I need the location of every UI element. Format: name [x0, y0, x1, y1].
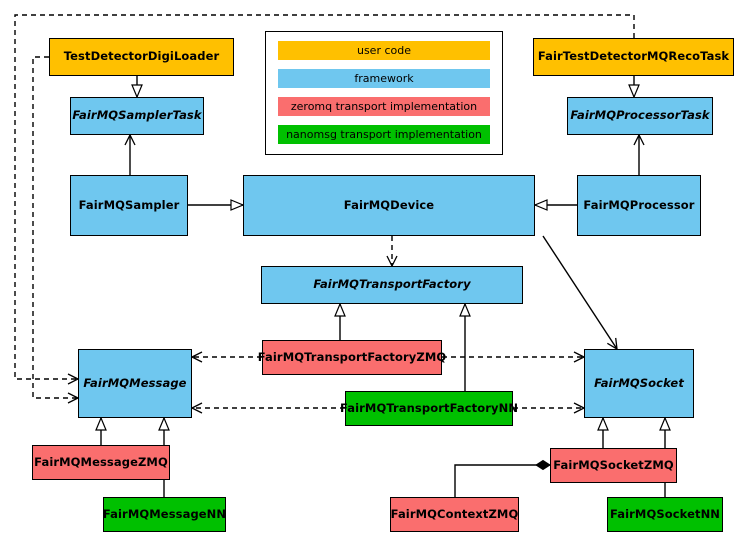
class-label: FairMQMessageNN	[102, 506, 227, 521]
class-label: FairMQSocket	[594, 375, 684, 390]
class-node-fairmqsampler[interactable]: FairMQSampler	[70, 175, 188, 236]
class-label: FairMQSampler	[78, 197, 180, 212]
class-node-fairtestdetectormqrecotask[interactable]: FairTestDetectorMQRecoTask	[533, 38, 734, 76]
class-node-fairmqsocketzmq[interactable]: FairMQSocketZMQ	[550, 448, 677, 483]
class-node-fairmqdevice[interactable]: FairMQDevice	[243, 175, 535, 236]
legend: user code framework zeromq transport imp…	[265, 31, 503, 155]
class-node-fairmqmessagenn[interactable]: FairMQMessageNN	[103, 497, 226, 532]
class-label: TestDetectorDigiLoader	[63, 49, 220, 64]
class-label: FairMQProcessorTask	[570, 108, 710, 123]
class-label: FairMQTransportFactoryZMQ	[257, 349, 447, 364]
class-label: FairMQSamplerTask	[72, 108, 202, 123]
edge-contextzmq-socketzmq	[454, 459, 551, 497]
class-node-fairmqsamplertask[interactable]: FairMQSamplerTask	[70, 97, 204, 135]
legend-item-framework: framework	[278, 69, 490, 88]
legend-item-zeromq: zeromq transport implementation	[278, 97, 490, 116]
class-node-fairmqtransportfactoryzmq[interactable]: FairMQTransportFactoryZMQ	[258, 340, 446, 375]
class-label: FairMQSocketNN	[609, 506, 721, 521]
legend-item-user-code: user code	[278, 41, 490, 60]
class-node-fairmqprocessor[interactable]: FairMQProcessor	[577, 175, 701, 236]
class-node-fairmqsocket[interactable]: FairMQSocket	[584, 349, 694, 418]
class-node-testdetectordigiloader[interactable]: TestDetectorDigiLoader	[49, 38, 234, 76]
legend-item-nanomsg: nanomsg transport implementation	[278, 125, 490, 144]
class-node-fairmqprocessortask[interactable]: FairMQProcessorTask	[567, 97, 713, 135]
legend-label-nanomsg: nanomsg transport implementation	[286, 128, 482, 141]
legend-label-user-code: user code	[356, 44, 412, 57]
class-label: FairTestDetectorMQRecoTask	[537, 49, 730, 64]
class-label: FairMQTransportFactory	[313, 277, 471, 292]
class-label: FairMQSocketZMQ	[553, 457, 674, 472]
legend-label-framework: framework	[354, 72, 414, 85]
class-label: FairMQProcessor	[583, 197, 695, 212]
class-node-fairmqtransportfactorynn[interactable]: FairMQTransportFactoryNN	[340, 391, 518, 426]
edge-device-socket	[542, 235, 617, 349]
class-label: FairMQMessageZMQ	[34, 454, 168, 469]
class-node-fairmqcontextzmq[interactable]: FairMQContextZMQ	[390, 497, 519, 532]
class-label: FairMQContextZMQ	[390, 506, 519, 521]
class-node-fairmqmessage[interactable]: FairMQMessage	[78, 349, 192, 418]
class-node-fairmqtransportfactory[interactable]: FairMQTransportFactory	[261, 266, 523, 304]
class-node-fairmqsocketnn[interactable]: FairMQSocketNN	[607, 497, 723, 532]
class-node-fairmqmessagezmq[interactable]: FairMQMessageZMQ	[32, 445, 170, 480]
class-label: FairMQTransportFactoryNN	[339, 400, 519, 415]
class-label: FairMQDevice	[343, 197, 435, 212]
class-label: FairMQMessage	[83, 375, 187, 390]
legend-label-zeromq: zeromq transport implementation	[290, 100, 478, 113]
